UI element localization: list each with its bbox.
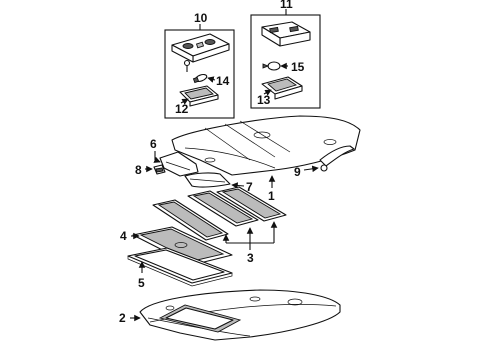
callout-12: 12	[175, 102, 189, 116]
bulb-14	[192, 73, 208, 84]
callout-2: 2	[119, 311, 126, 325]
callout-8: 8	[135, 163, 142, 177]
weatherstrip-5	[127, 247, 233, 287]
seal-panel-3c	[216, 186, 287, 222]
callout-13: 13	[257, 93, 271, 107]
headliner-2	[139, 289, 341, 341]
seal-panel-3b	[187, 190, 259, 227]
callout-3: 3	[247, 251, 254, 265]
leader-3	[222, 221, 278, 250]
lamp-housing-10	[171, 33, 230, 63]
callout-11: 11	[280, 0, 293, 11]
sunshade-7	[184, 172, 231, 188]
seal-panel-3a	[152, 199, 229, 241]
callout-5: 5	[138, 276, 145, 290]
lamp-housing-11	[261, 21, 311, 47]
clip-8	[153, 164, 166, 175]
callout-14: 14	[216, 74, 230, 88]
callout-9: 9	[294, 165, 301, 179]
callout-6: 6	[150, 137, 157, 151]
lens-12	[179, 85, 219, 107]
callout-15: 15	[291, 60, 305, 74]
inset-box-11: 11 15 13	[250, 0, 321, 109]
callout-1: 1	[268, 189, 275, 203]
callout-7: 7	[246, 180, 253, 194]
inset-box-10: 10 14 12	[164, 11, 235, 119]
sunroof-brace-6	[159, 151, 199, 177]
bulb-15	[262, 61, 281, 71]
screw-icon	[183, 59, 191, 72]
roof-panel	[171, 115, 361, 176]
rear-header-9	[319, 145, 355, 172]
callout-4: 4	[120, 229, 127, 243]
callout-10: 10	[194, 11, 208, 25]
